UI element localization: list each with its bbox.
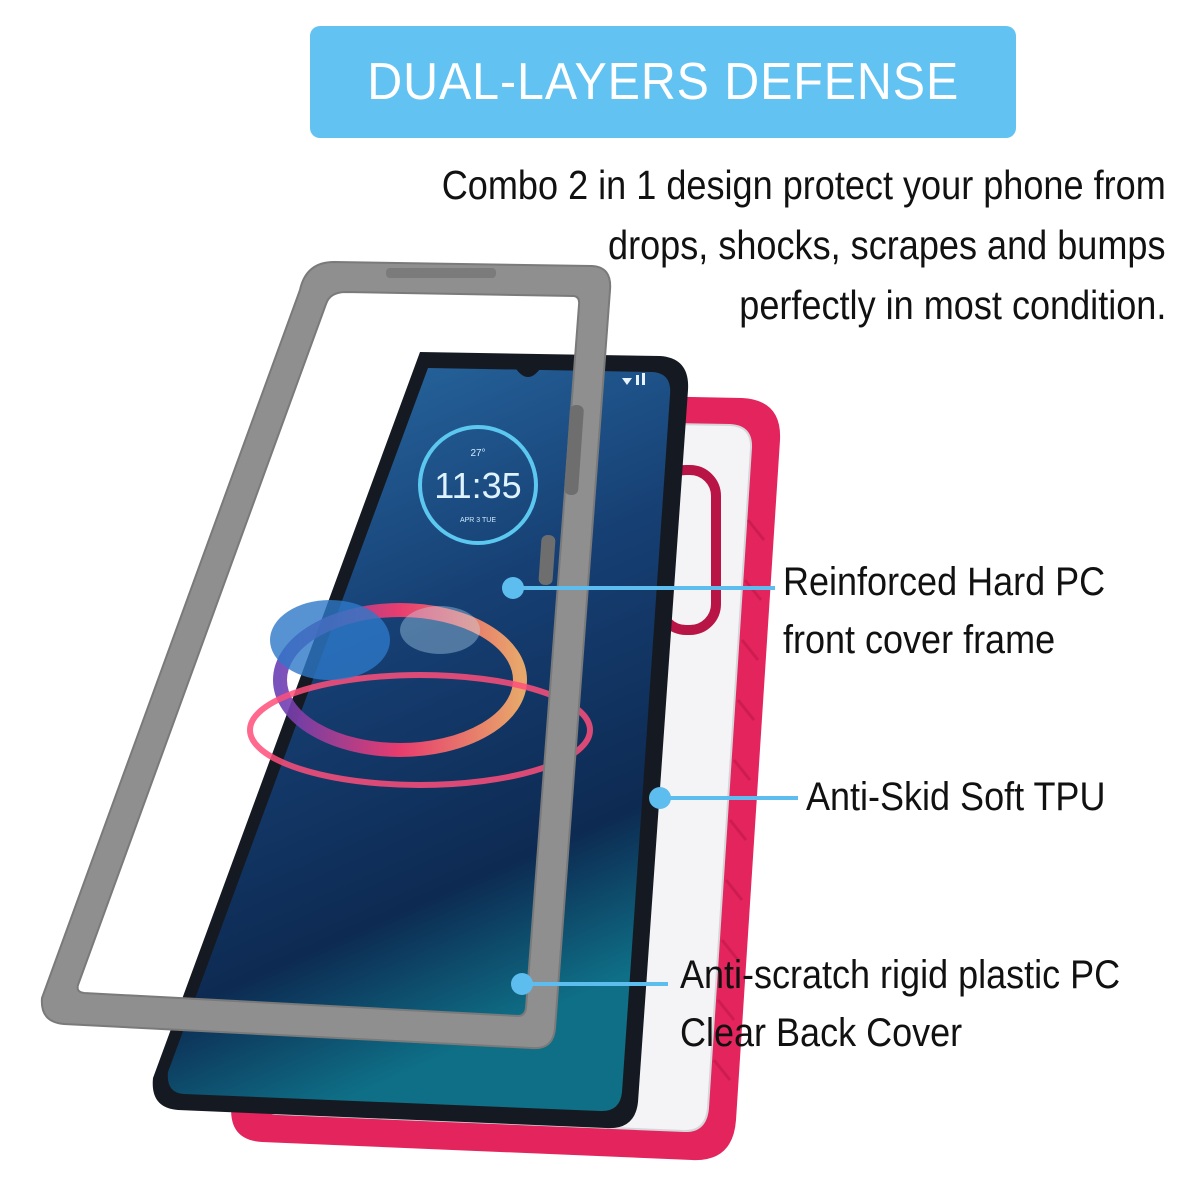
- banner-title: DUAL-LAYERS DEFENSE: [367, 53, 959, 111]
- callout-front-frame-line1: Reinforced Hard PC: [783, 560, 1106, 604]
- status-icons: [622, 373, 645, 385]
- callout-back-cover-line2: Clear Back Cover: [680, 1011, 963, 1055]
- intro-line-3: perfectly in most condition.: [738, 282, 1166, 328]
- clock-time: 11:35: [434, 465, 521, 506]
- callout-back-cover: Anti-scratch rigid plastic PC Clear Back…: [680, 946, 1120, 1062]
- title-banner: DUAL-LAYERS DEFENSE: [310, 26, 1016, 138]
- callout-tpu-line1: Anti-Skid Soft TPU: [806, 775, 1106, 819]
- front-cover-frame: [40, 260, 612, 1050]
- callout-front-frame-line2: front cover frame: [783, 618, 1056, 662]
- intro-line-1: Combo 2 in 1 design protect your phone f…: [441, 162, 1166, 208]
- callout-tpu: Anti-Skid Soft TPU: [806, 768, 1105, 826]
- callout-dots: [502, 577, 671, 995]
- intro-line-2: drops, shocks, scrapes and bumps: [608, 222, 1166, 268]
- clock-temperature: 27°: [470, 448, 485, 459]
- callout-back-cover-line1: Anti-scratch rigid plastic PC: [680, 953, 1121, 997]
- wallpaper-art: [247, 600, 593, 788]
- callout-lines: [513, 586, 798, 986]
- callout-front-frame: Reinforced Hard PC front cover frame: [783, 553, 1105, 669]
- clock-date: APR 3 TUE: [460, 517, 496, 524]
- clock-ring: [418, 425, 538, 545]
